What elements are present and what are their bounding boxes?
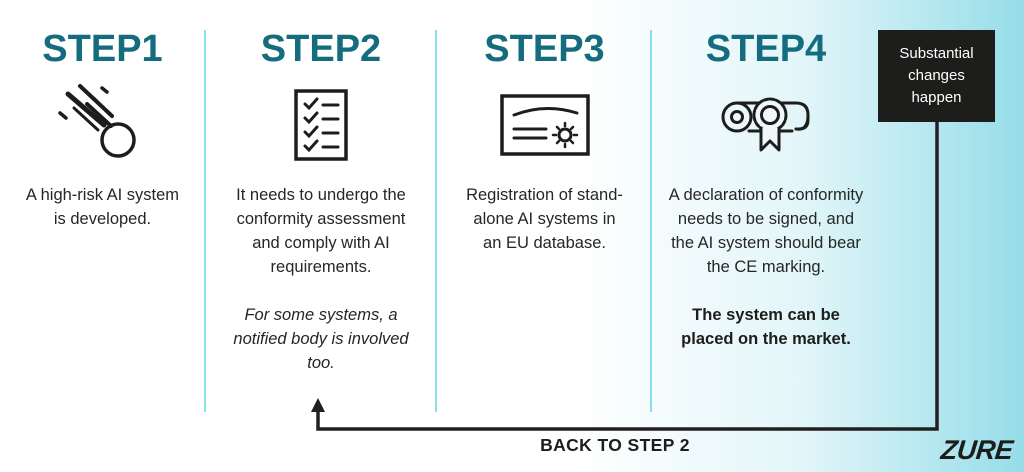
step3-description: Registration of stand-alone AI systems i… [466, 186, 623, 252]
step1-description: A high-risk AI system is developed. [25, 186, 180, 228]
step1-column: STEP1 A high-risk AI system is developed… [0, 0, 205, 420]
callout-text: Substantial changes happen [899, 45, 974, 106]
step4-title: STEP4 [705, 28, 827, 70]
step4-icon-area [716, 68, 816, 182]
step4-note: The system can be placed on the market. [681, 305, 851, 348]
comet-icon [57, 84, 136, 158]
back-to-step2-label: BACK TO STEP 2 [540, 435, 690, 455]
step2-column: STEP2 It needs to undergo the conformity… [205, 0, 437, 420]
step2-description: It needs to undergo the conformity asses… [236, 186, 406, 276]
certificate-icon [499, 94, 590, 156]
step2-icon-area [293, 68, 349, 182]
diploma-icon [721, 97, 810, 152]
step2-note: For some systems, a notified body is inv… [233, 305, 409, 372]
substantial-changes-callout: Substantial changes happen [878, 30, 995, 122]
step3-column: STEP3 Registration of stand-alone AI sys… [437, 0, 652, 420]
column-divider [204, 30, 206, 412]
step1-icon-area [54, 68, 152, 182]
zure-logo: ZURE [938, 435, 1014, 465]
step3-title: STEP3 [484, 28, 605, 70]
step2-title: STEP2 [260, 28, 382, 70]
step1-title: STEP1 [42, 28, 163, 70]
step4-column: STEP4 A declaration of conformity needs … [652, 0, 880, 420]
step3-icon-area [499, 68, 591, 182]
checklist-icon [294, 89, 348, 161]
step4-description: A declaration of conformity needs to be … [668, 186, 864, 276]
